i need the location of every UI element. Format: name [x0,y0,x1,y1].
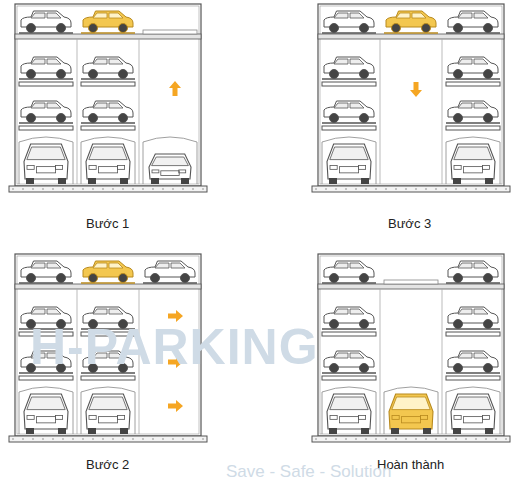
step-caption: Bước 3 [388,216,431,231]
parking-panel [312,4,510,192]
step-caption: Bước 1 [86,216,129,231]
parking-panel [9,4,207,192]
step-caption: Bước 2 [86,457,129,472]
parking-panel [312,254,510,442]
watermark: H-PARKING [30,318,319,376]
watermark-slogan: Save - Safe - Solution [226,462,391,480]
